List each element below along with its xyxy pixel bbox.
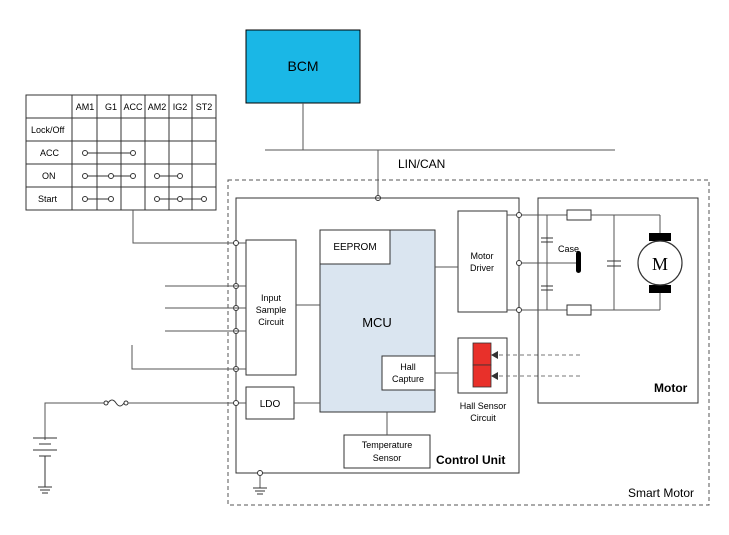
motor-driver-label-line1: Motor [470, 251, 493, 261]
hall-field-arrowhead-top [491, 351, 498, 359]
driver-out-node-2 [516, 260, 522, 266]
ignition-row-acc: ACC [40, 148, 60, 158]
driver-out-node-1 [516, 212, 522, 218]
mcu-label: MCU [362, 315, 392, 330]
temperature-sensor-block [343, 434, 431, 469]
driver-out-node-3 [516, 307, 522, 313]
lin-can-label: LIN/CAN [398, 157, 445, 171]
ignition-connection-start-1 [82, 196, 114, 202]
power-pin [233, 400, 239, 406]
ignition-header-ig2: IG2 [173, 102, 188, 112]
bcm-block [245, 29, 361, 104]
smart-motor-label: Smart Motor [628, 486, 694, 500]
ignition-header-am2: AM2 [148, 102, 167, 112]
control-unit-label: Control Unit [436, 453, 505, 467]
control-unit-block [235, 197, 520, 474]
resistor-bottom [566, 304, 592, 316]
ignition-connection-on-2 [154, 173, 183, 179]
ignition-header-am1: AM1 [76, 102, 95, 112]
case-symbol [576, 251, 581, 273]
case-label: Case [558, 244, 579, 254]
control-unit-ground-node [257, 470, 263, 476]
hall-sensor-element-bottom [472, 364, 492, 388]
ignition-connection-on-1 [82, 173, 136, 179]
hall-sensor-label-line2: Circuit [470, 413, 496, 423]
ldo-label: LDO [260, 399, 281, 410]
input-sample-circuit-block [245, 239, 297, 376]
ldo-block [245, 386, 295, 420]
hall-field-arrowhead-bottom [491, 372, 498, 380]
input-sample-label-line1: Input [261, 293, 282, 303]
ignition-switch-table [25, 94, 217, 211]
hall-sensor-element-top [472, 342, 492, 366]
motor-driver-block [457, 210, 508, 313]
ignition-header-st2: ST2 [196, 102, 213, 112]
motor-section-label: Motor [654, 381, 688, 395]
input-sample-label-line3: Circuit [258, 317, 284, 327]
motor-brush-bottom [649, 285, 671, 293]
eeprom-block [319, 229, 391, 265]
smart-motor-boundary [227, 179, 710, 506]
fuse-symbol [103, 399, 129, 407]
ignition-row-start: Start [38, 194, 58, 204]
ignition-to-control-wire [132, 210, 236, 244]
hall-capture-label-line1: Hall [400, 362, 416, 372]
temperature-sensor-label-line1: Temperature [362, 440, 413, 450]
ground-symbol [253, 487, 267, 495]
temperature-sensor-label-line2: Sensor [373, 453, 402, 463]
motor-section-block [537, 197, 699, 404]
resistor-top [566, 209, 592, 221]
motor-driver-label-line2: Driver [470, 263, 494, 273]
input-pin-1 [233, 240, 239, 246]
battery-symbol [33, 437, 57, 494]
ignition-header-acc: ACC [123, 102, 143, 112]
bcm-label: BCM [287, 58, 318, 74]
ignition-row-on: ON [42, 171, 56, 181]
ignition-header-g1: G1 [105, 102, 117, 112]
input-sample-label-line2: Sample [256, 305, 287, 315]
ignition-connection-acc [82, 150, 136, 156]
input-line-5 [131, 345, 246, 370]
ignition-row-lock-off: Lock/Off [31, 125, 65, 135]
hall-capture-label-line2: Capture [392, 374, 424, 384]
hall-sensor-label-line1: Hall Sensor [460, 401, 507, 411]
eeprom-label: EEPROM [333, 242, 376, 253]
battery-power-wire [44, 402, 104, 440]
motor-symbol [637, 240, 683, 286]
motor-brush-top [649, 233, 671, 241]
ignition-connection-start-2 [154, 196, 207, 202]
motor-symbol-label: M [652, 254, 668, 274]
